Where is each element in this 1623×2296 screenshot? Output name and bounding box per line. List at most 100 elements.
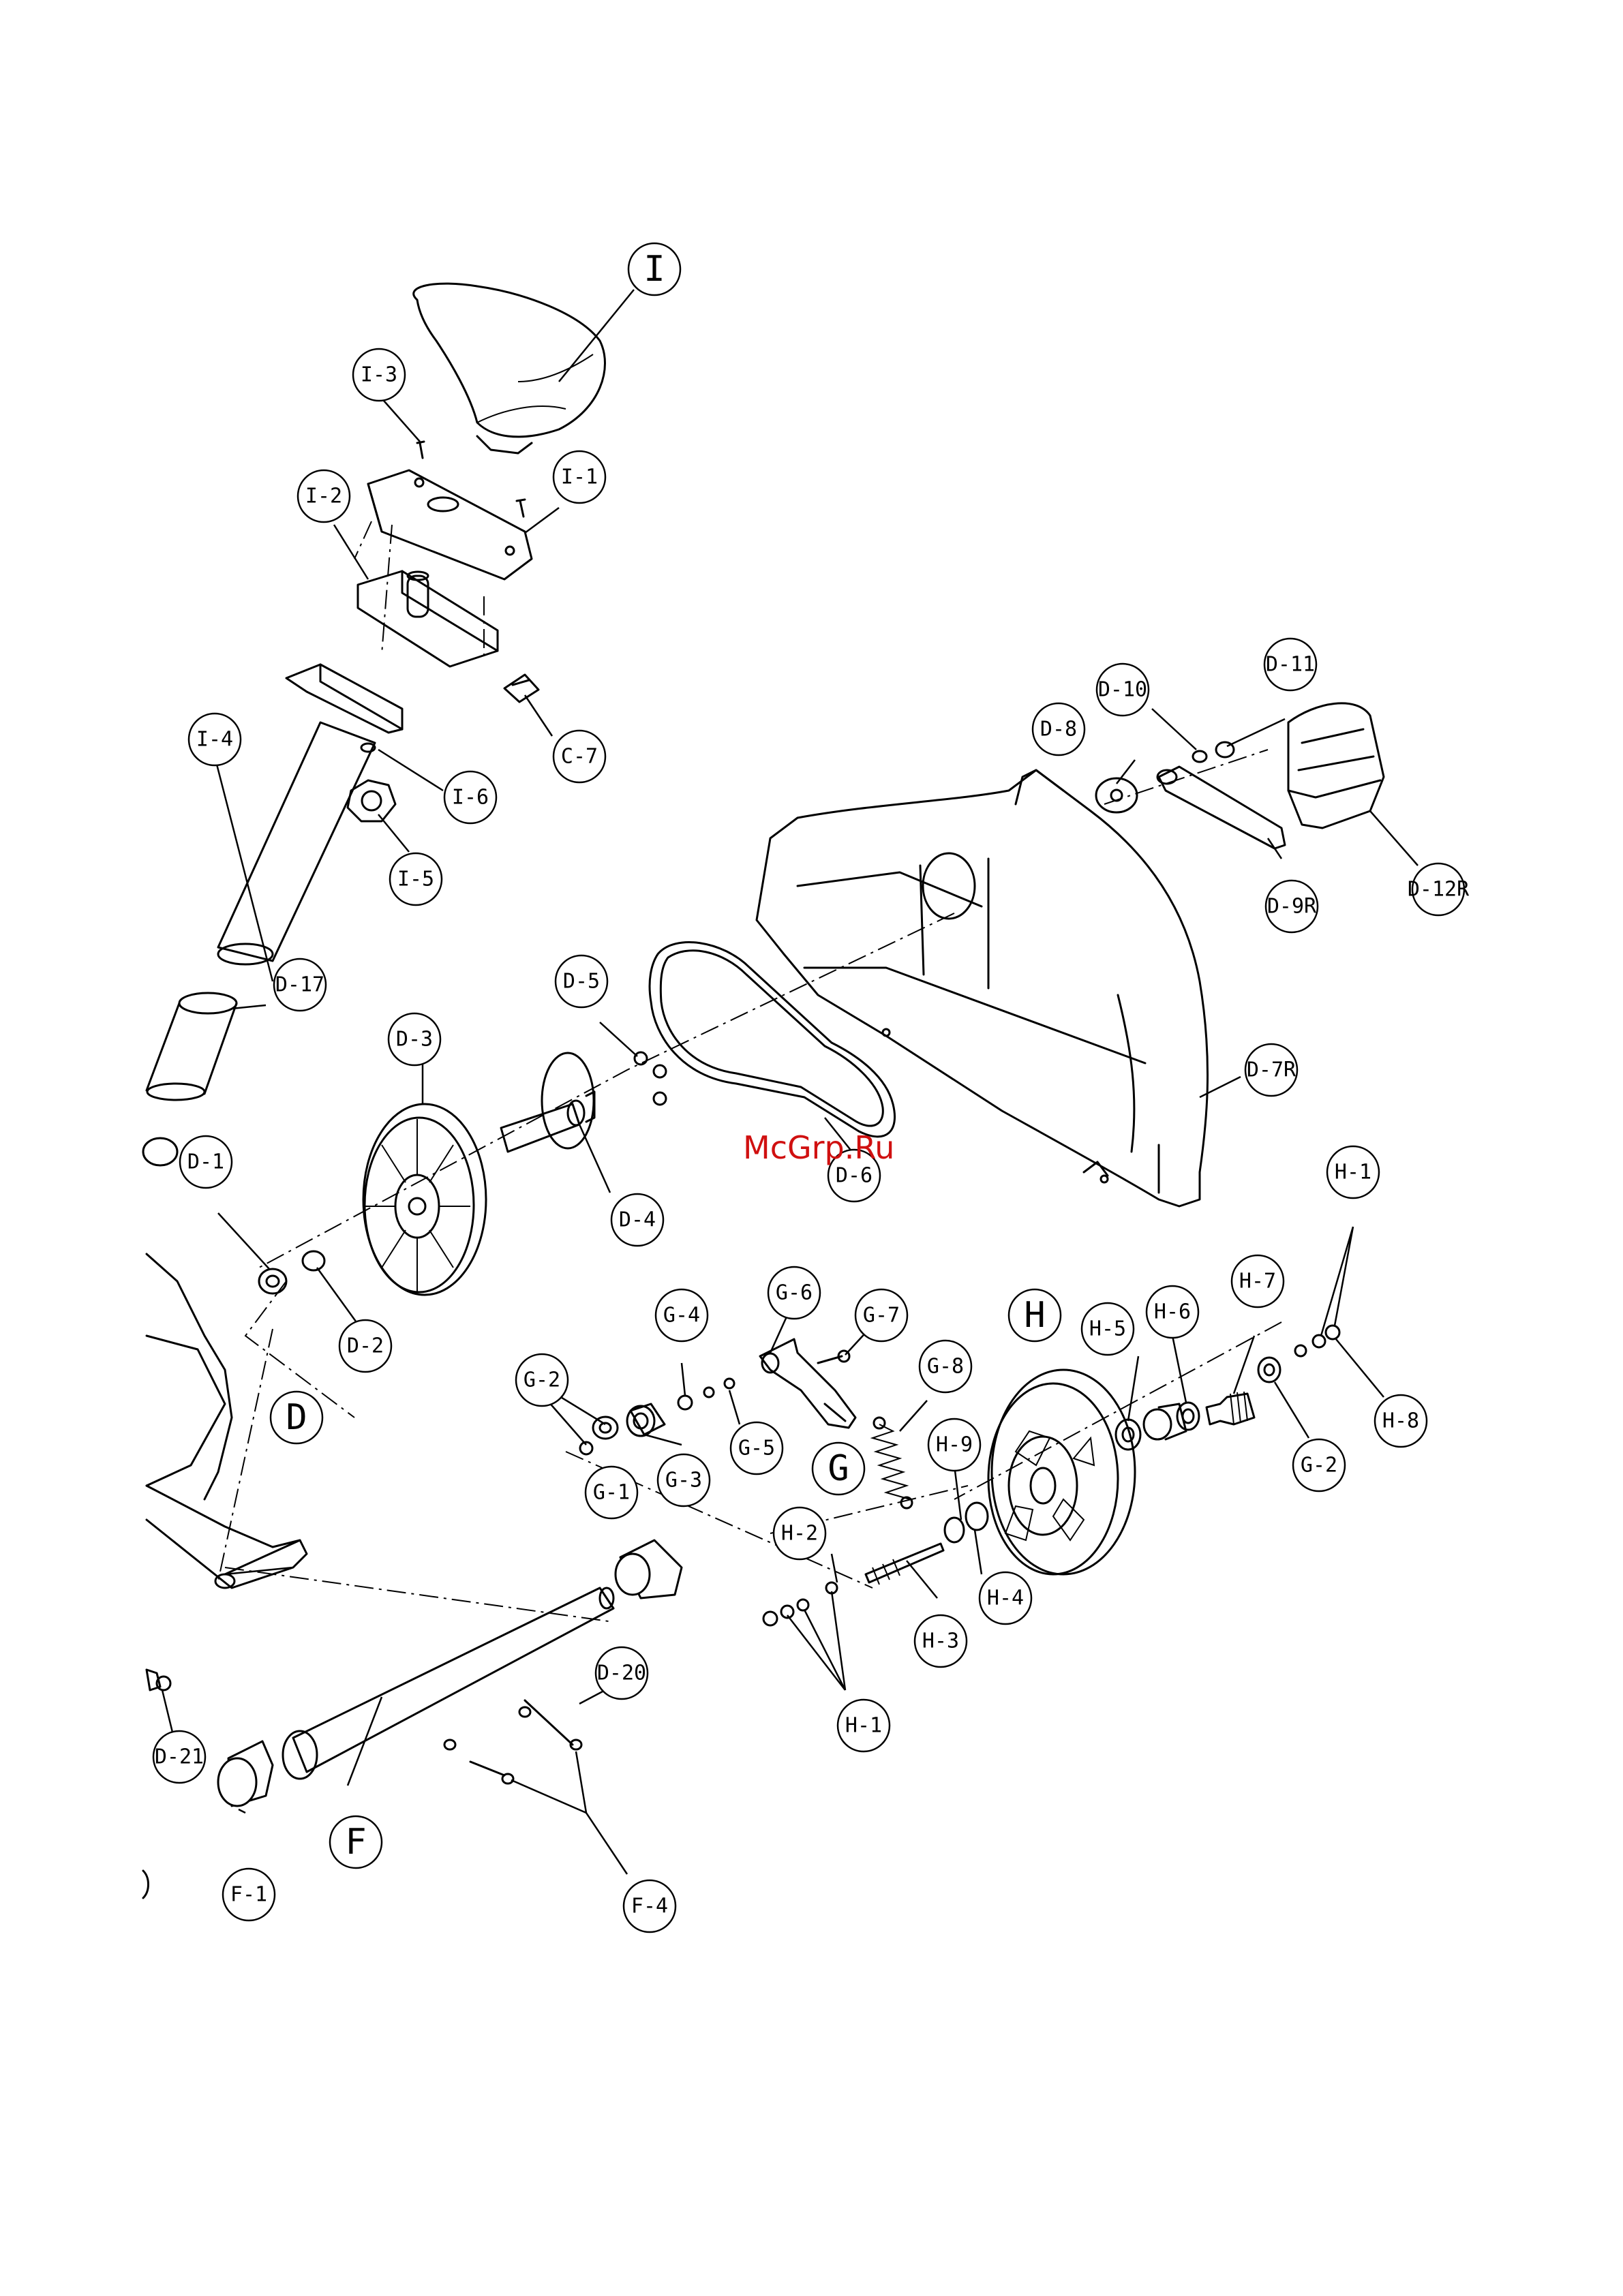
svg-text:G-8: G-8 [927,1355,964,1379]
svg-text:D-6: D-6 [836,1164,873,1188]
callout-G-4: G-4 [656,1289,708,1341]
svg-text:H: H [1024,1295,1045,1336]
svg-text:H-9: H-9 [936,1433,973,1457]
pedal [1288,703,1384,828]
flywheel [988,1370,1135,1574]
svg-text:H-8: H-8 [1382,1409,1419,1433]
svg-text:I-2: I-2 [305,485,342,508]
callout-I-4: I-4 [189,714,241,765]
svg-text:H-1: H-1 [1335,1161,1371,1184]
svg-text:D-12R: D-12R [1408,878,1470,902]
svg-text:H-7: H-7 [1239,1270,1276,1294]
callout-D-11: D-11 [1264,639,1316,690]
callout-G-2-right: G-2 [1293,1439,1345,1491]
svg-text:G-3: G-3 [665,1469,702,1493]
svg-text:D-8: D-8 [1040,718,1077,741]
crank-axle [501,1053,594,1152]
svg-text:D-2: D-2 [347,1334,384,1358]
callout-G-7: G-7 [855,1289,907,1341]
callout-D-10: D-10 [1097,664,1149,716]
svg-text:G-2: G-2 [524,1368,560,1392]
svg-text:D-21: D-21 [155,1745,204,1769]
svg-text:F: F [345,1822,366,1863]
callout-I-6: I-6 [444,771,496,823]
callout-G-3: G-3 [658,1454,710,1506]
callout-H-9: H-9 [928,1419,980,1471]
callout-G-6: G-6 [768,1267,820,1319]
callout-D-9R: D-9R [1266,881,1318,932]
svg-text:F-4: F-4 [631,1895,668,1918]
svg-text:D-17: D-17 [275,973,324,997]
callout-H-6: H-6 [1147,1286,1198,1338]
svg-text:H-6: H-6 [1154,1300,1191,1324]
callout-G-8: G-8 [920,1341,971,1392]
callout-H-8: H-8 [1375,1395,1427,1447]
svg-text:D-4: D-4 [619,1208,656,1232]
svg-text:D-20: D-20 [597,1662,646,1685]
svg-text:G-1: G-1 [593,1481,630,1505]
callout-H-1-left: H-1 [838,1700,890,1751]
callout-I: I [628,243,680,295]
svg-text:H-5: H-5 [1089,1317,1126,1341]
svg-text:D-10: D-10 [1098,678,1147,702]
seat [414,284,605,453]
callout-I-2: I-2 [298,470,350,522]
svg-text:I-3: I-3 [361,363,397,387]
callout-D-8: D-8 [1033,703,1084,755]
callout-H-3: H-3 [915,1615,967,1667]
svg-text:I-5: I-5 [397,868,434,891]
seat-slider [358,571,498,667]
callout-I-5: I-5 [390,853,442,905]
svg-text:I-6: I-6 [452,786,489,810]
svg-text:I: I [643,249,665,290]
svg-text:D-9R: D-9R [1267,895,1317,919]
callout-D-2: D-2 [339,1320,391,1372]
callout-D-3: D-3 [389,1013,440,1065]
callout-G-2-left: G-2 [516,1354,568,1406]
callout-I-1: I-1 [553,451,605,503]
callout-D: D [271,1392,322,1443]
svg-text:F-1: F-1 [230,1883,267,1907]
svg-text:G-5: G-5 [738,1437,775,1460]
svg-text:G-6: G-6 [776,1281,813,1305]
callout-I-3: I-3 [353,349,405,401]
svg-text:H-1: H-1 [845,1714,882,1738]
tension-hardware [580,1379,734,1454]
callout-F-1: F-1 [223,1869,275,1920]
svg-text:C-7: C-7 [561,745,598,769]
svg-text:D-7R: D-7R [1247,1058,1296,1082]
callout-H-4: H-4 [980,1572,1031,1624]
nuts-small [635,1052,666,1105]
callout-H-2: H-2 [774,1507,825,1559]
callout-F-4: F-4 [624,1880,676,1932]
clip-part [504,675,539,702]
callout-D-12R: D-12R [1408,863,1470,915]
callout-C-7: C-7 [553,731,605,782]
pedal-crank-arm [1096,742,1285,848]
callout-D-1: D-1 [180,1136,232,1188]
svg-text:I-1: I-1 [561,465,598,489]
svg-text:D-3: D-3 [396,1028,433,1052]
callout-D-20: D-20 [596,1647,648,1699]
belt-pulley [363,1104,486,1295]
callout-H-7: H-7 [1232,1255,1284,1307]
svg-text:H-3: H-3 [922,1629,959,1653]
svg-text:I-4: I-4 [196,728,233,752]
callout-D-5: D-5 [556,955,607,1007]
svg-text:H-4: H-4 [987,1587,1024,1610]
svg-text:D-1: D-1 [187,1150,224,1174]
callout-G: G [813,1443,864,1495]
svg-text:G-7: G-7 [863,1304,900,1328]
svg-text:G-2: G-2 [1301,1454,1337,1478]
callout-H: H [1009,1289,1061,1341]
svg-text:H-2: H-2 [781,1522,818,1546]
callout-D-7R: D-7R [1245,1044,1297,1096]
leader-lines [162,290,1418,1874]
seat-post [218,664,402,964]
svg-text:D-11: D-11 [1266,653,1315,677]
callout-G-5: G-5 [731,1422,783,1474]
drive-belt [650,943,895,1137]
watermark: McGrp.Ru [743,1129,894,1166]
callout-F: F [330,1816,382,1868]
